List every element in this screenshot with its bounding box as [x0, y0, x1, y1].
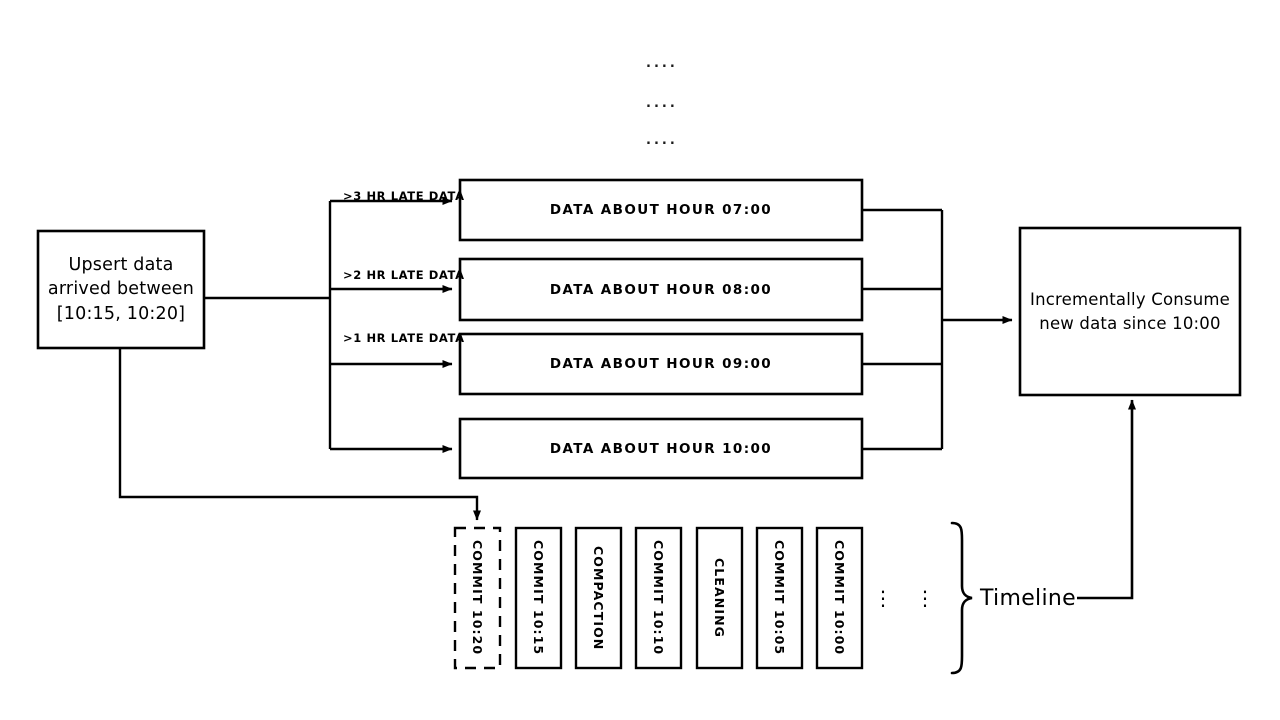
hour-partition-rect-2[interactable] — [458, 332, 864, 396]
source-to-timeline-path — [118, 348, 481, 521]
commit-rect-2[interactable] — [574, 526, 623, 670]
incremental-consume-rect[interactable] — [1018, 226, 1242, 397]
hour-partition-rect-0[interactable] — [458, 178, 864, 242]
commit-rect-6[interactable] — [815, 526, 864, 670]
commit-rect-4[interactable] — [695, 526, 744, 670]
timeline-to-sink-path — [1077, 399, 1136, 600]
commit-rect-1[interactable] — [514, 526, 563, 670]
commit-rect-3[interactable] — [634, 526, 683, 670]
commit-rect-0[interactable] — [453, 526, 502, 670]
hour-partition-rect-1[interactable] — [458, 257, 864, 322]
timeline-brace — [950, 521, 973, 675]
upsert-source-rect[interactable] — [36, 229, 206, 350]
hour-partition-rect-3[interactable] — [458, 417, 864, 480]
commit-rect-5[interactable] — [755, 526, 804, 670]
